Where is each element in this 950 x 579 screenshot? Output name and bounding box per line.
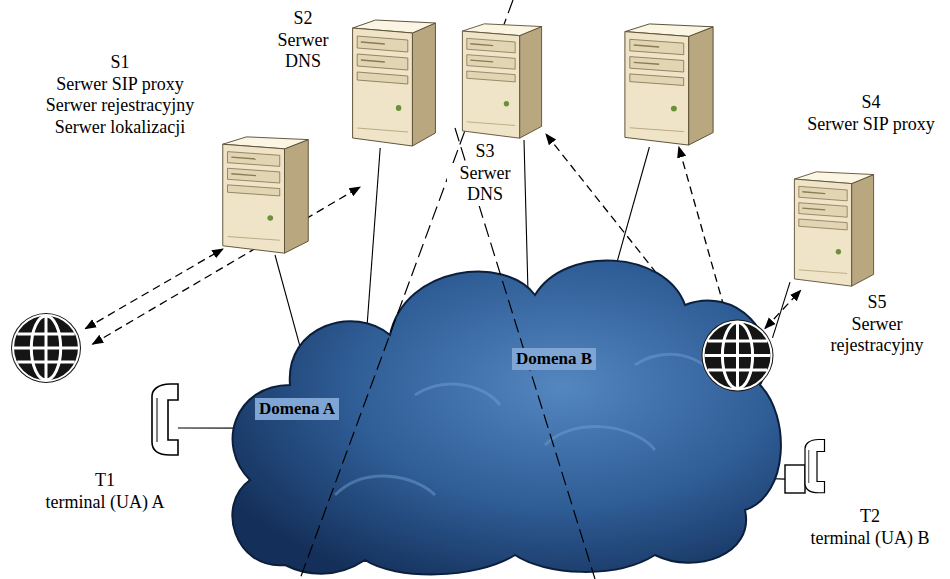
server-node: S2Serwer DNS xyxy=(348,18,440,148)
signaling-arrow xyxy=(765,290,801,328)
node-label: Domena B xyxy=(512,348,596,370)
label-group: Domena A xyxy=(255,398,375,420)
terminal-icon xyxy=(8,310,188,465)
label-group: S1Serwer SIP proxySerwer rejestracyjnySe… xyxy=(25,52,215,138)
server-icon xyxy=(620,22,718,147)
server-node: S3Serwer DNS xyxy=(458,22,546,140)
terminal-node: T1terminal (UA) A xyxy=(8,310,188,465)
node-label: Domena A xyxy=(255,398,339,420)
server-node: S5Serwer rejestracyjny xyxy=(790,170,878,288)
label-group: S2Serwer DNS xyxy=(262,8,344,73)
node-id: S1 xyxy=(108,52,131,74)
label-group: S3Serwer DNS xyxy=(447,141,523,206)
network-link xyxy=(773,282,791,338)
label-group: T2terminal (UA) B xyxy=(795,506,945,549)
server-icon xyxy=(790,170,878,288)
node-label: Serwer DNS xyxy=(262,30,344,73)
node-label: Serwer rejestracyjny xyxy=(44,95,196,117)
server-icon xyxy=(218,135,313,255)
node-id: S4 xyxy=(859,92,882,114)
label-group: Domena B xyxy=(512,348,632,370)
terminal-icon xyxy=(690,310,840,495)
label-group: S5Serwer rejestracyjny xyxy=(818,292,936,357)
terminal-node: T2terminal (UA) B xyxy=(690,310,840,495)
node-id: T2 xyxy=(858,506,882,528)
node-label: Serwer SIP proxy xyxy=(54,74,185,96)
signaling-arrow xyxy=(679,147,728,319)
node-id: S2 xyxy=(291,8,314,30)
label-group: T1terminal (UA) A xyxy=(20,470,190,513)
node-label: Serwer rejestracyjny xyxy=(818,314,936,357)
node-label: terminal (UA) A xyxy=(44,492,167,514)
node-id: S3 xyxy=(473,141,496,163)
signaling-arrow xyxy=(85,249,222,329)
node-label: Serwer SIP proxy xyxy=(805,114,936,136)
server-icon xyxy=(458,22,546,140)
network-cloud: Domena A Domena B xyxy=(215,245,785,575)
server-icon xyxy=(348,18,440,148)
node-label: Serwer lokalizacji xyxy=(53,117,187,139)
node-label: terminal (UA) B xyxy=(809,528,932,550)
label-group: S4Serwer SIP proxy xyxy=(796,92,946,135)
server-node: S4Serwer SIP proxy xyxy=(620,22,718,147)
node-label: Serwer DNS xyxy=(447,163,523,206)
node-id: T1 xyxy=(93,470,117,492)
node-id: S5 xyxy=(865,292,888,314)
server-node: S1Serwer SIP proxySerwer rejestracyjnySe… xyxy=(218,135,313,255)
